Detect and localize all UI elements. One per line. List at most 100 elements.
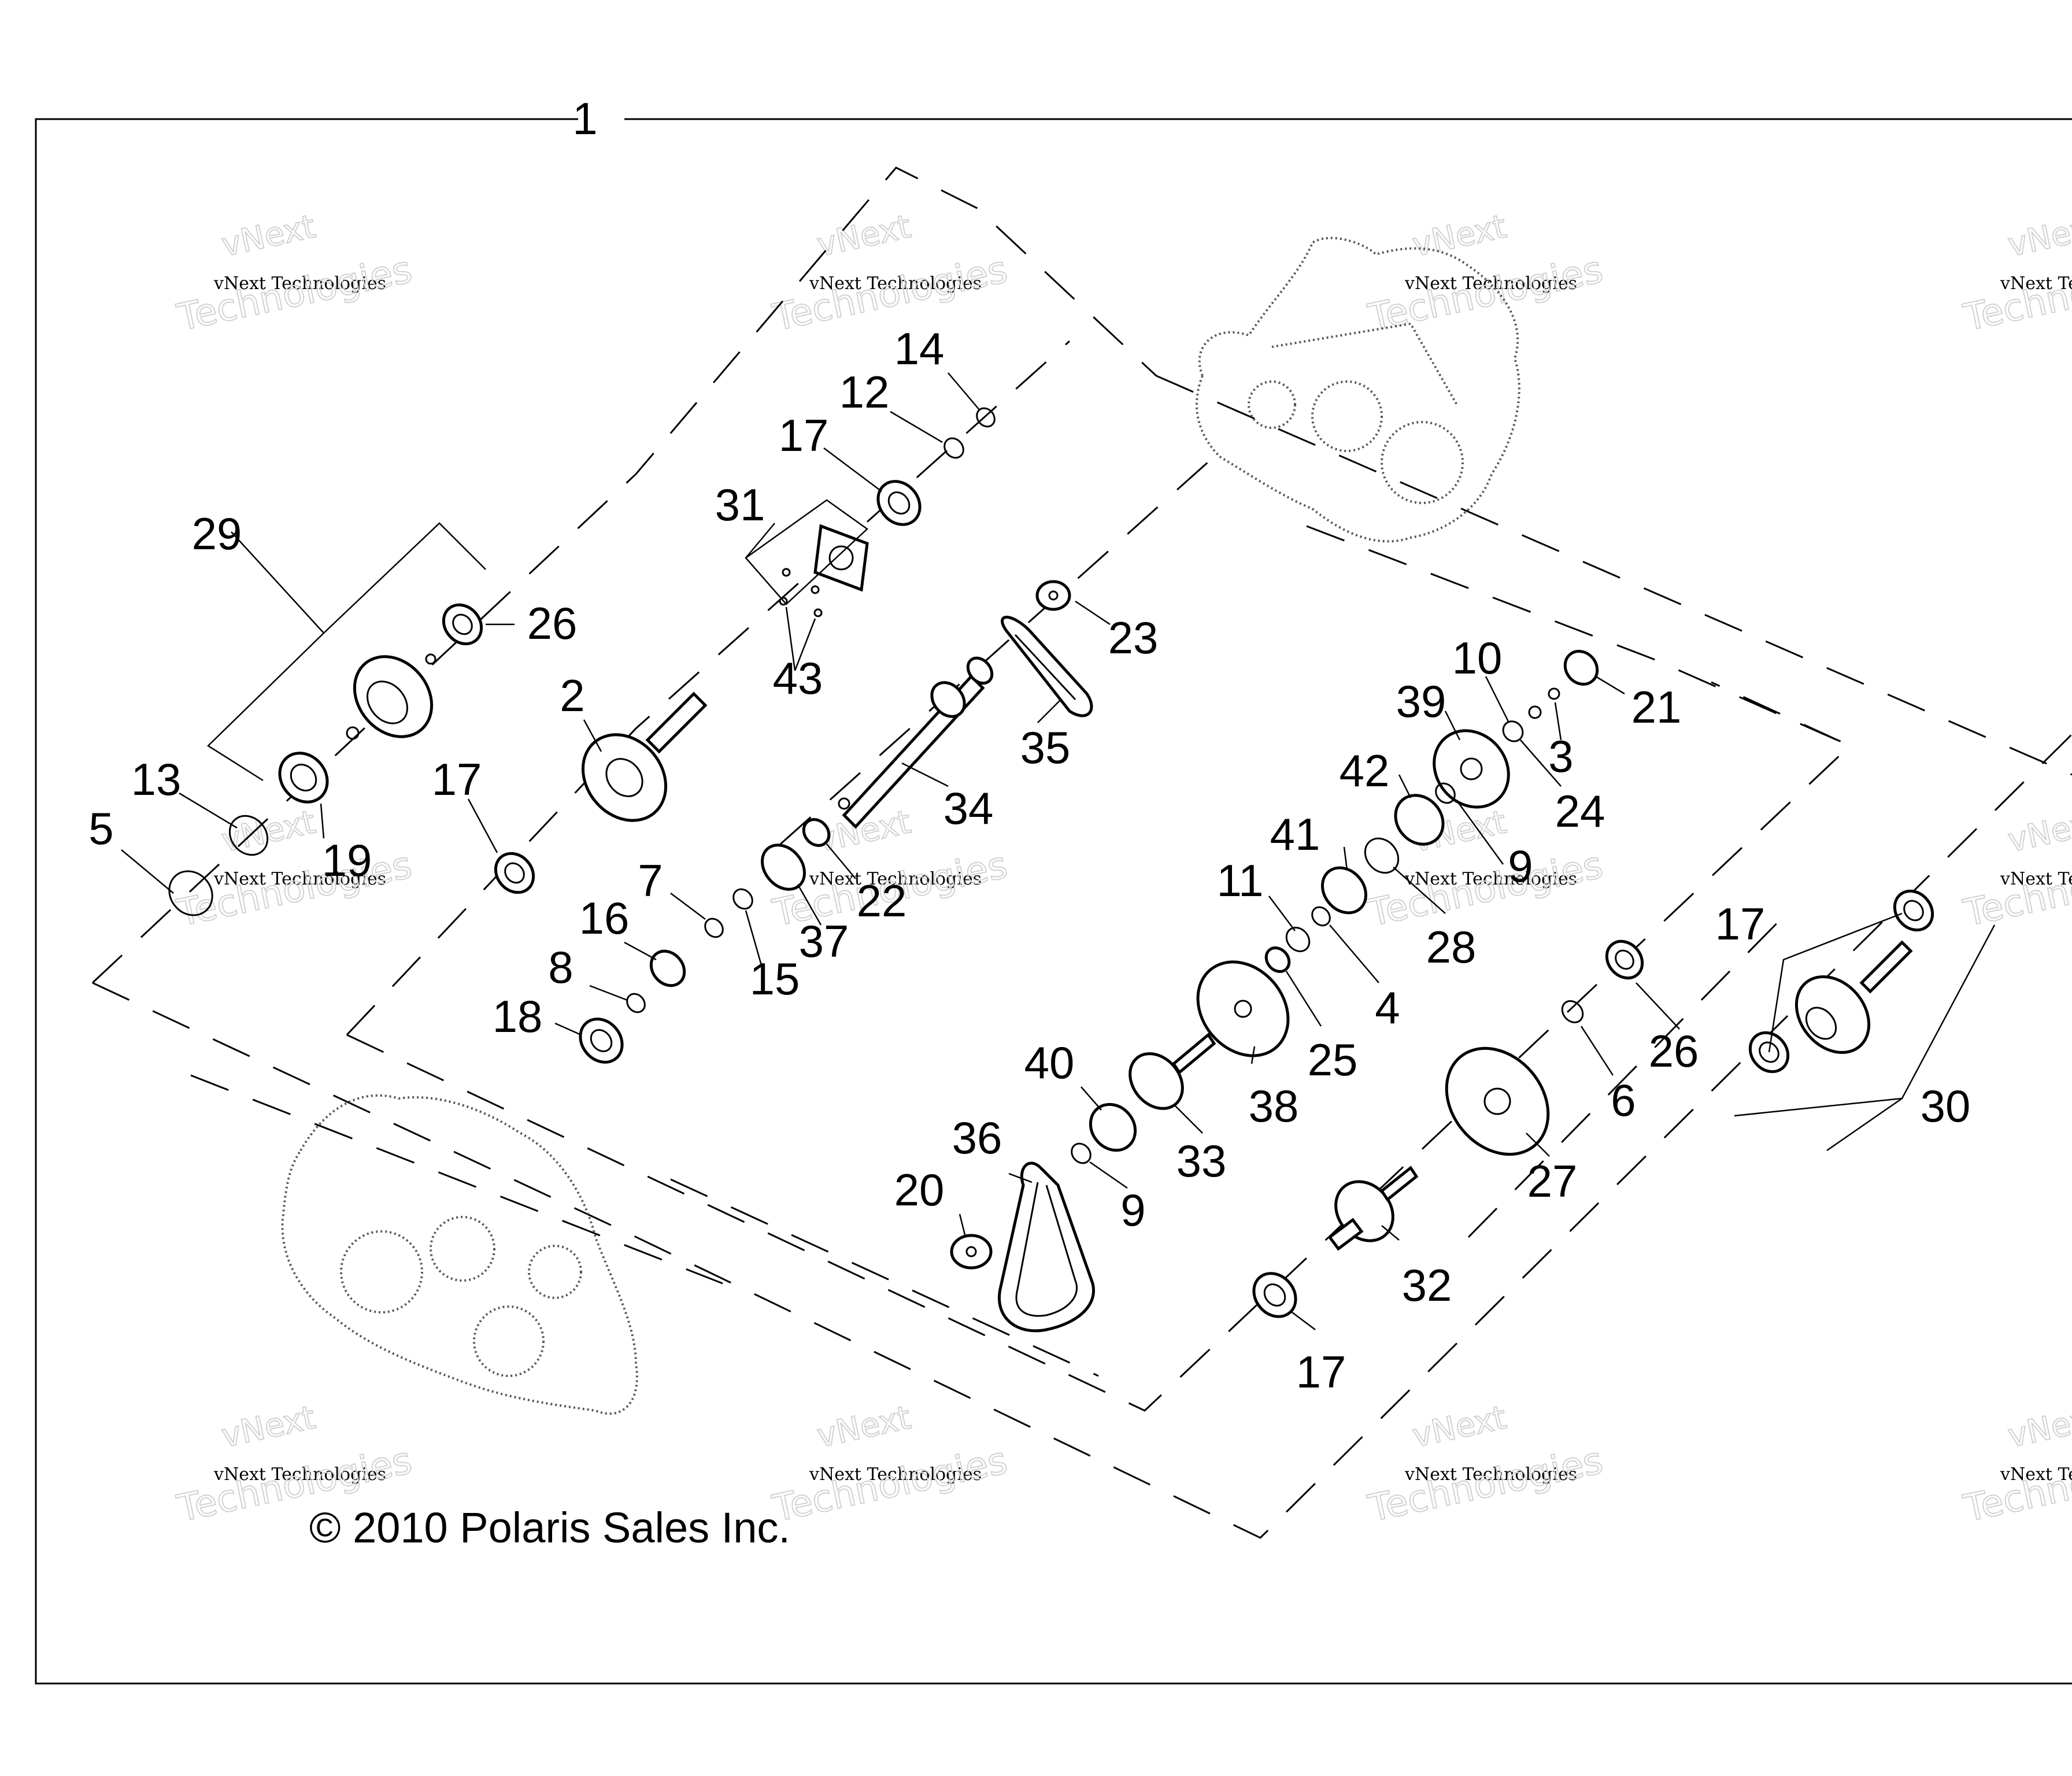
part-ring-15 (732, 888, 753, 910)
part-gear-shaft-30 (1794, 940, 1913, 1054)
callout-14: 14 (894, 323, 945, 374)
part-ring-10 (1528, 705, 1542, 719)
part-gear-41 (1320, 866, 1368, 915)
svg-text:Technologies: Technologies (769, 1440, 1011, 1531)
callout-26: 26 (527, 598, 578, 649)
callout-15: 15 (750, 953, 800, 1004)
part-ring-7 (704, 917, 724, 938)
part-ring-8 (626, 993, 646, 1013)
part-bearing-25 (1264, 946, 1291, 973)
callout-5: 5 (88, 803, 113, 854)
part-bearing-16 (649, 949, 686, 987)
svg-text:vNext: vNext (814, 208, 915, 264)
svg-text:vNext Technologies: vNext Technologies (213, 869, 386, 889)
svg-text:vNext Technologies: vNext Technologies (809, 869, 982, 889)
part-bearing-26 (442, 603, 483, 646)
part-ring-28 (1364, 837, 1400, 874)
callout-38: 38 (1249, 1081, 1299, 1131)
callout-34: 34 (944, 783, 994, 834)
svg-text:Technologies: Technologies (1364, 1440, 1607, 1531)
watermarks: vNext vNext Technologies Technologies vN… (173, 207, 2072, 1531)
callout-16: 16 (579, 893, 630, 944)
svg-text:Technologies: Technologies (173, 844, 416, 935)
part-ring-4 (1311, 906, 1331, 927)
callout-37: 37 (799, 916, 849, 967)
part-ring-6 (1561, 1000, 1584, 1023)
part-ring-13 (228, 815, 269, 856)
callout-10: 10 (1452, 632, 1503, 683)
callout-28: 28 (1426, 922, 1477, 972)
part-ring-9-lower (1071, 1142, 1092, 1164)
callout-22: 22 (857, 875, 907, 926)
part-bearing-21 (1563, 650, 1599, 686)
part-ring-11 (1285, 927, 1311, 952)
callout-42: 42 (1340, 745, 1390, 796)
part-washer-20 (950, 1234, 993, 1270)
callout-43: 43 (773, 653, 823, 704)
svg-text:Technologies: Technologies (173, 249, 416, 340)
part-washer-23 (1035, 580, 1071, 611)
svg-text:vNext: vNext (2005, 803, 2072, 860)
svg-text:vNext: vNext (2005, 208, 2072, 264)
part-bearing-42 (1394, 794, 1445, 846)
part-circlip-5 (168, 870, 213, 916)
callout-17: 17 (432, 754, 482, 805)
part-ring-9-upper (1435, 782, 1456, 804)
part-ring-12 (944, 437, 964, 459)
callout-3: 3 (1548, 731, 1573, 782)
svg-text:vNext Technologies: vNext Technologies (1404, 273, 1577, 294)
svg-text:vNext Technologies: vNext Technologies (809, 1464, 982, 1485)
callout-9: 9 (1120, 1185, 1145, 1235)
svg-text:vNext Technologies: vNext Technologies (2000, 869, 2072, 889)
part-shaft-34 (842, 656, 994, 829)
svg-text:vNext: vNext (219, 803, 319, 860)
callout-23: 23 (1108, 612, 1159, 663)
callout-4: 4 (1375, 982, 1400, 1033)
crankcase-right-half (1196, 236, 1520, 543)
part-belt-35 (1001, 616, 1093, 717)
part-bearing-26-right (1605, 939, 1644, 980)
part-bearing-17-bottom (1252, 1272, 1297, 1318)
part-gear-38 (1196, 960, 1290, 1057)
part-gear-27 (1445, 1046, 1550, 1156)
part-bearing-19 (278, 752, 329, 804)
callout-17: 17 (1715, 898, 1766, 949)
callout-32: 32 (1402, 1260, 1452, 1311)
part-bearing-22 (802, 797, 850, 847)
part-belt-36 (998, 1161, 1095, 1333)
svg-text:vNext: vNext (219, 1398, 319, 1455)
svg-text:vNext Technologies: vNext Technologies (213, 1464, 386, 1485)
callout-13: 13 (131, 754, 182, 805)
callout-21: 21 (1631, 682, 1682, 732)
callout-1: 1 (572, 93, 597, 144)
callout-24: 24 (1555, 786, 1605, 837)
callout-26: 26 (1649, 1026, 1699, 1076)
callout-labels: 29 26 13 5 19 17 2 31 43 17 12 14 23 35 … (88, 323, 1970, 1397)
callout-31: 31 (715, 479, 765, 530)
svg-text:vNext Technologies: vNext Technologies (2000, 1464, 2072, 1485)
svg-text:Technologies: Technologies (1364, 844, 1607, 935)
callout-6: 6 (1611, 1075, 1636, 1126)
callout-41: 41 (1270, 809, 1320, 860)
part-gear-shaft-2 (581, 691, 708, 822)
part-gear-33 (1128, 1033, 1216, 1110)
callout-40: 40 (1024, 1037, 1075, 1088)
callout-27: 27 (1527, 1156, 1578, 1207)
svg-text:vNext: vNext (2005, 1398, 2072, 1455)
crankcase-left-half (281, 1094, 638, 1415)
part-gear-29 (346, 653, 436, 740)
callout-39: 39 (1396, 676, 1446, 727)
callout-8: 8 (548, 942, 573, 993)
callout-36: 36 (952, 1112, 1002, 1163)
svg-text:vNext: vNext (219, 208, 319, 264)
svg-text:vNext Technologies: vNext Technologies (2000, 273, 2072, 294)
callout-12: 12 (839, 367, 890, 417)
part-ring-3 (1548, 687, 1560, 700)
copyright-text: © 2010 Polaris Sales Inc. (309, 1504, 790, 1552)
callout-9: 9 (1508, 841, 1533, 891)
callout-19: 19 (322, 835, 372, 886)
svg-text:vNext Technologies: vNext Technologies (1404, 1464, 1577, 1485)
part-shaft-32 (1327, 1166, 1419, 1251)
svg-text:vNext Technologies: vNext Technologies (213, 273, 386, 294)
